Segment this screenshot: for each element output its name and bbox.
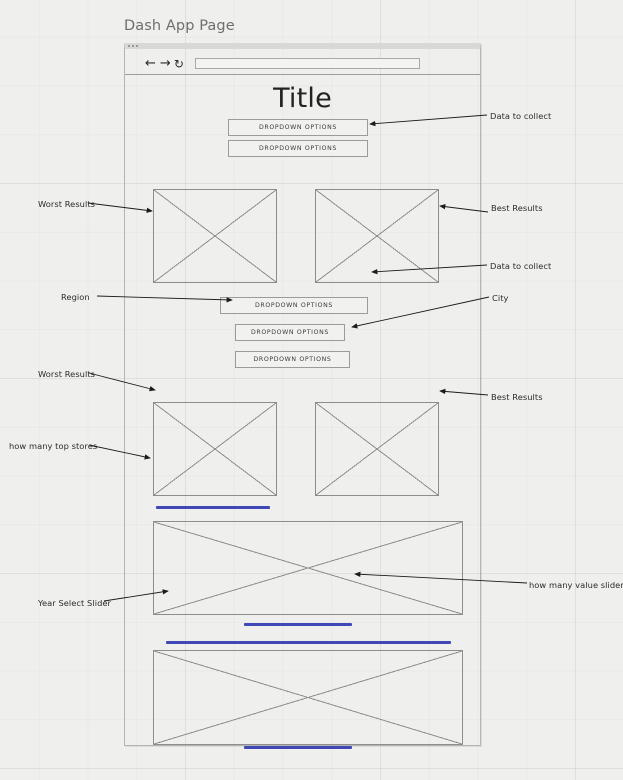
dropdown-region-source[interactable]: DROPDOWN OPTIONS (220, 297, 368, 314)
chart-worst-results-mid[interactable] (153, 402, 277, 496)
annotation-region: Region (61, 292, 90, 302)
chart-best-results-mid[interactable] (315, 402, 439, 496)
chart-worst-results-top[interactable] (153, 189, 277, 283)
annotation-city: City (492, 293, 509, 303)
browser-toolbar: ← → ↻ (125, 49, 480, 75)
forward-arrow-icon[interactable]: → (159, 56, 171, 71)
year-select-slider[interactable] (166, 641, 451, 644)
page-title: Dash App Page (124, 18, 235, 34)
annotation-how-many-top-stores: how many top stores (9, 441, 98, 451)
dropdown-city[interactable]: DROPDOWN OPTIONS (235, 351, 350, 368)
chart-best-results-top[interactable] (315, 189, 439, 283)
annotation-how-many-value-slider: how many value slider (529, 580, 623, 590)
dropdown-data-to-collect-2[interactable]: DROPDOWN OPTIONS (228, 140, 368, 157)
annotation-year-select-slider: Year Select Slider (38, 598, 111, 608)
annotation-worst-results-1: Worst Results (38, 199, 96, 209)
reload-icon[interactable]: ↻ (173, 56, 184, 71)
value-slider[interactable] (244, 623, 352, 626)
url-input[interactable] (194, 58, 420, 69)
annotation-best-results-2: Best Results (491, 392, 543, 402)
dropdown-region[interactable]: DROPDOWN OPTIONS (235, 324, 345, 341)
dropdown-data-to-collect-1[interactable]: DROPDOWN OPTIONS (228, 119, 368, 136)
app-heading: Title (273, 83, 332, 114)
app-canvas: Title DROPDOWN OPTIONS DROPDOWN OPTIONS … (125, 75, 480, 749)
annotation-data-to-collect-1: Data to collect (490, 111, 552, 121)
back-arrow-icon[interactable]: ← (145, 56, 156, 71)
annotation-best-results-1: Best Results (491, 203, 543, 213)
bottom-slider[interactable] (244, 746, 352, 749)
annotation-data-to-collect-2: Data to collect (490, 261, 552, 271)
browser-window: ← → ↻ Title DROPDOWN OPTIONS DROPDOWN OP… (124, 43, 481, 749)
chart-wide-upper[interactable] (153, 521, 463, 615)
chart-wide-lower[interactable] (153, 650, 463, 745)
annotation-worst-results-2: Worst Results (38, 369, 96, 379)
window-controls-icon (128, 44, 144, 48)
top-stores-slider[interactable] (156, 506, 270, 509)
